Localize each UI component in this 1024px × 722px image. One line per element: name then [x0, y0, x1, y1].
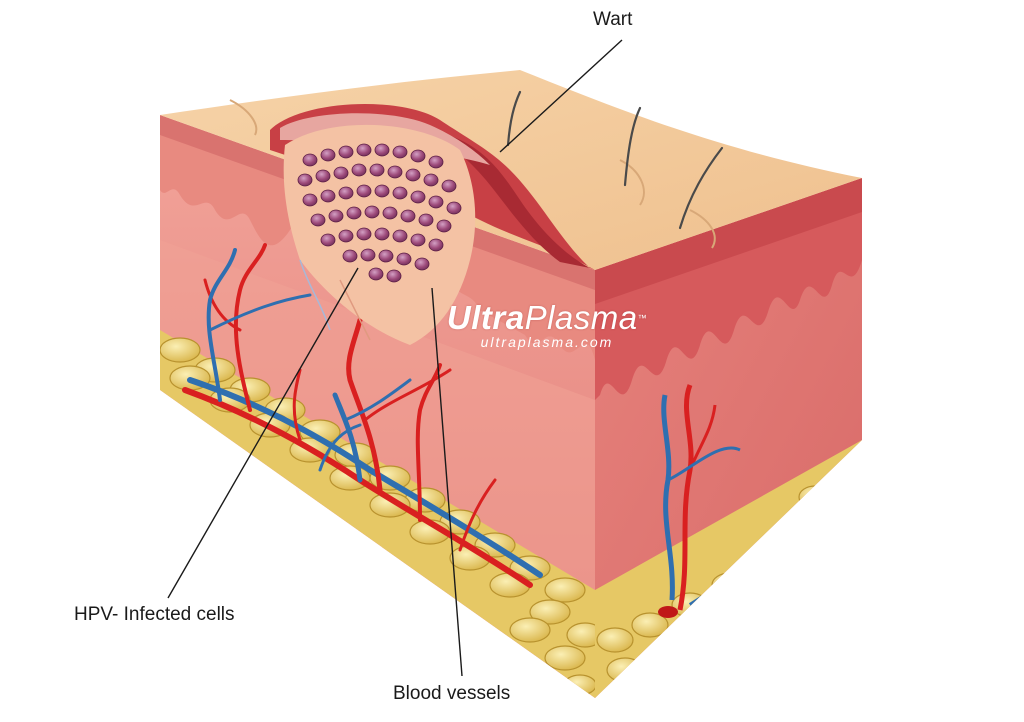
hpv-infected-cells-label: HPV- Infected cells — [74, 604, 235, 625]
infected-cell-cluster — [283, 124, 476, 345]
blood-vessels-label: Blood vessels — [393, 683, 511, 704]
watermark-brand-light: Plasma — [524, 299, 638, 336]
watermark-url: ultraplasma.com — [480, 334, 614, 350]
wart-label: Wart — [593, 9, 633, 30]
hairs — [506, 90, 724, 230]
trademark-symbol: ™ — [637, 313, 648, 323]
hpv-leader-line — [167, 267, 359, 599]
right-face — [595, 178, 862, 698]
blood-vessels-leader-line — [431, 287, 463, 677]
watermark-brand: UltraPlasma™ — [432, 300, 662, 336]
watermark: UltraPlasma™ ultraplasma.com — [432, 300, 662, 351]
watermark-brand-bold: Ultra — [446, 299, 525, 336]
leader-lines — [167, 39, 623, 677]
wart-leader-line — [499, 39, 623, 153]
